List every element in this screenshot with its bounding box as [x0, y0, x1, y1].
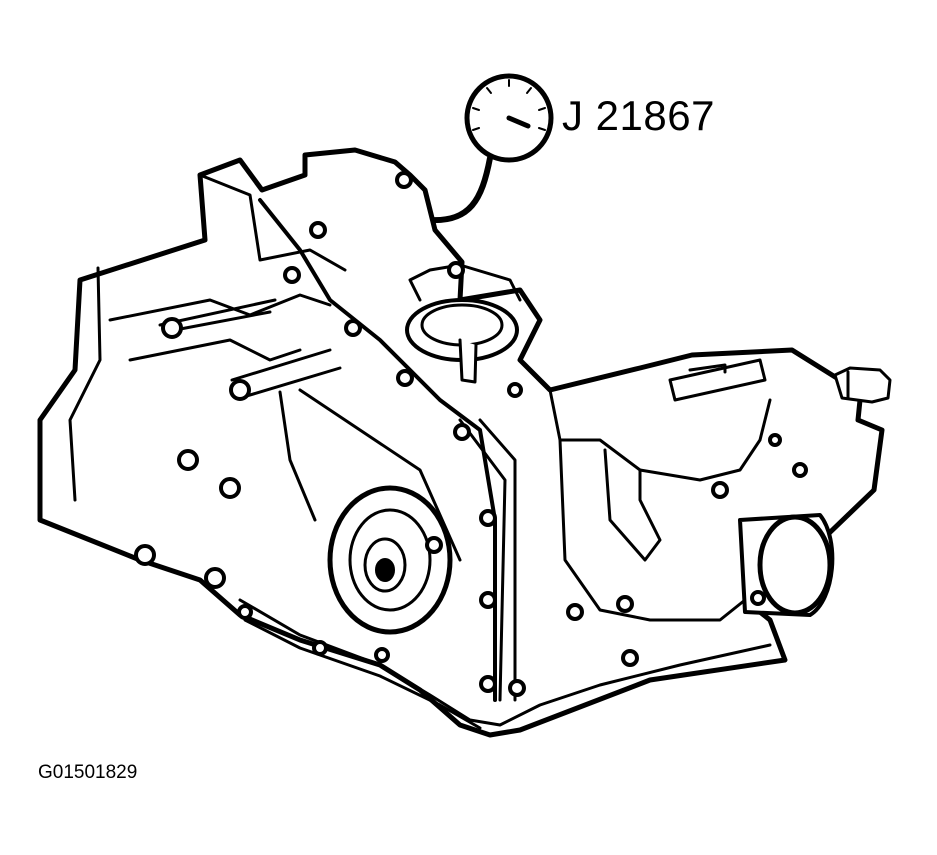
tool-callout-label: J 21867: [562, 92, 715, 139]
governor-cover: [738, 513, 835, 617]
bolt-heads: [134, 171, 808, 697]
pressure-gauge: [464, 73, 554, 163]
figure-id: G01501829: [38, 762, 138, 783]
axle-flange: [327, 485, 453, 635]
